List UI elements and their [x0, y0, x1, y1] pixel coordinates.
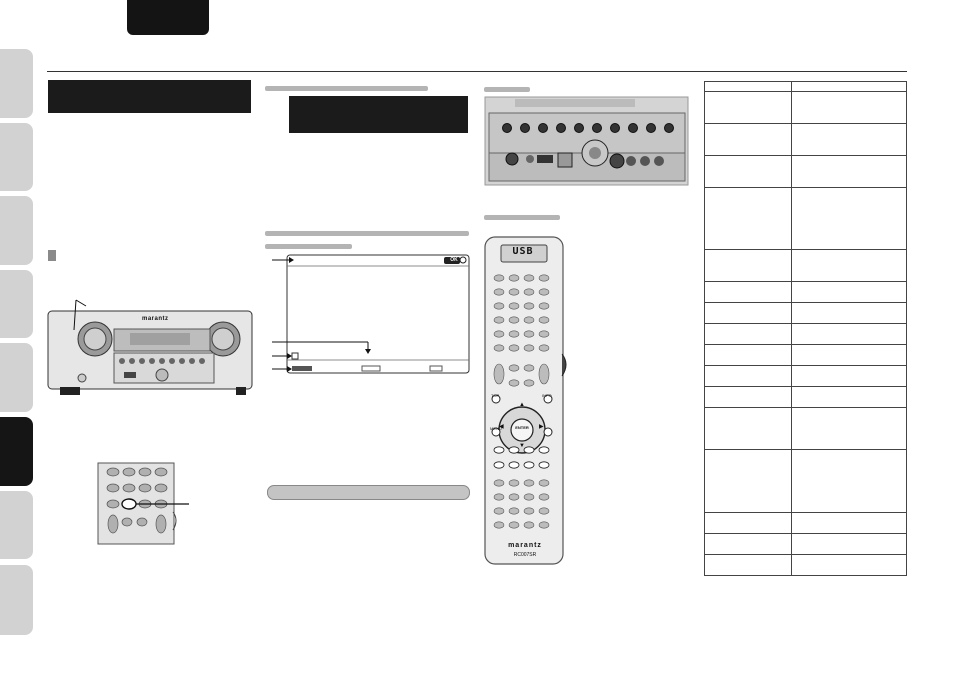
table-cell — [791, 512, 907, 534]
heading-bar-1 — [265, 86, 428, 91]
side-tab-8[interactable] — [0, 565, 33, 635]
section-title-box — [48, 80, 251, 113]
table-cell — [704, 365, 792, 387]
table-cell — [791, 407, 907, 450]
table-cell — [704, 407, 792, 450]
usb-browser-screen — [272, 254, 470, 374]
side-tab-4[interactable] — [0, 270, 33, 338]
remote-brand-logo: marantz — [508, 542, 542, 549]
remote-left-button[interactable]: ◀ — [499, 424, 504, 430]
table-row — [704, 281, 907, 303]
side-tab-3[interactable] — [0, 196, 33, 265]
heading-bar-4 — [484, 87, 530, 92]
table-cell — [704, 123, 792, 156]
table-cell — [791, 302, 907, 324]
side-tab-2[interactable] — [0, 123, 33, 191]
table-row — [704, 323, 907, 345]
remote-top-button[interactable]: TOP — [491, 393, 500, 398]
remote-fragment-illustration — [97, 462, 189, 545]
table-cell — [704, 302, 792, 324]
table-cell — [704, 81, 792, 92]
table-cell — [704, 323, 792, 345]
spec-table — [704, 81, 907, 576]
table-cell — [704, 249, 792, 282]
table-cell — [704, 91, 792, 124]
side-tab-1[interactable] — [0, 49, 33, 118]
receiver-subpanel-detail — [484, 96, 689, 186]
subsection-title-box — [289, 96, 468, 133]
note-pill-bar — [267, 485, 470, 500]
remote-right-button[interactable]: ▶ — [539, 424, 544, 430]
table-row — [704, 344, 907, 366]
table-cell — [791, 533, 907, 555]
table-cell — [791, 554, 907, 576]
receiver-brand-logo: marantz — [142, 316, 169, 322]
heading-bar-2 — [265, 231, 469, 236]
table-cell — [791, 365, 907, 387]
table-row — [704, 91, 907, 124]
table-cell — [791, 81, 907, 92]
table-row — [704, 123, 907, 156]
table-row — [704, 407, 907, 450]
remote-control — [484, 236, 567, 565]
table-cell — [791, 344, 907, 366]
ok-badge: OK — [450, 257, 458, 263]
table-row — [704, 302, 907, 324]
table-header-row — [704, 81, 907, 92]
table-row — [704, 533, 907, 555]
table-row — [704, 155, 907, 188]
table-cell — [704, 281, 792, 303]
remote-display-text: USB — [512, 246, 534, 257]
side-tab-5[interactable] — [0, 343, 33, 412]
side-tab-6-active[interactable] — [0, 417, 33, 486]
remote-menu-button[interactable]: MENU — [490, 426, 502, 431]
table-cell — [704, 187, 792, 250]
table-cell — [791, 123, 907, 156]
receiver-front-panel — [47, 299, 253, 395]
table-cell — [791, 386, 907, 408]
chapter-header-tab — [127, 0, 209, 35]
remote-model-label: RC007SR — [513, 552, 537, 558]
header-rule — [47, 71, 907, 72]
table-cell — [704, 155, 792, 188]
table-cell — [791, 91, 907, 124]
table-cell — [791, 323, 907, 345]
remote-down-button[interactable]: ▼ — [519, 443, 525, 449]
table-cell — [704, 386, 792, 408]
table-cell — [704, 554, 792, 576]
table-cell — [704, 449, 792, 513]
table-cell — [704, 344, 792, 366]
table-row — [704, 554, 907, 576]
remote-up-button[interactable]: ▲ — [519, 402, 525, 408]
table-row — [704, 365, 907, 387]
table-cell — [791, 449, 907, 513]
table-row — [704, 187, 907, 250]
table-cell — [791, 281, 907, 303]
table-cell — [791, 155, 907, 188]
table-row — [704, 512, 907, 534]
table-row — [704, 449, 907, 513]
table-row — [704, 386, 907, 408]
subheading-marker — [48, 250, 56, 261]
remote-enter-button[interactable]: ENTER — [515, 425, 529, 430]
remote-info-button[interactable]: INFO — [542, 393, 552, 398]
heading-bar-5 — [484, 215, 560, 220]
table-cell — [704, 512, 792, 534]
table-cell — [791, 249, 907, 282]
table-cell — [704, 533, 792, 555]
heading-bar-3 — [265, 244, 352, 249]
side-tab-7[interactable] — [0, 491, 33, 559]
table-cell — [791, 187, 907, 250]
table-row — [704, 249, 907, 282]
